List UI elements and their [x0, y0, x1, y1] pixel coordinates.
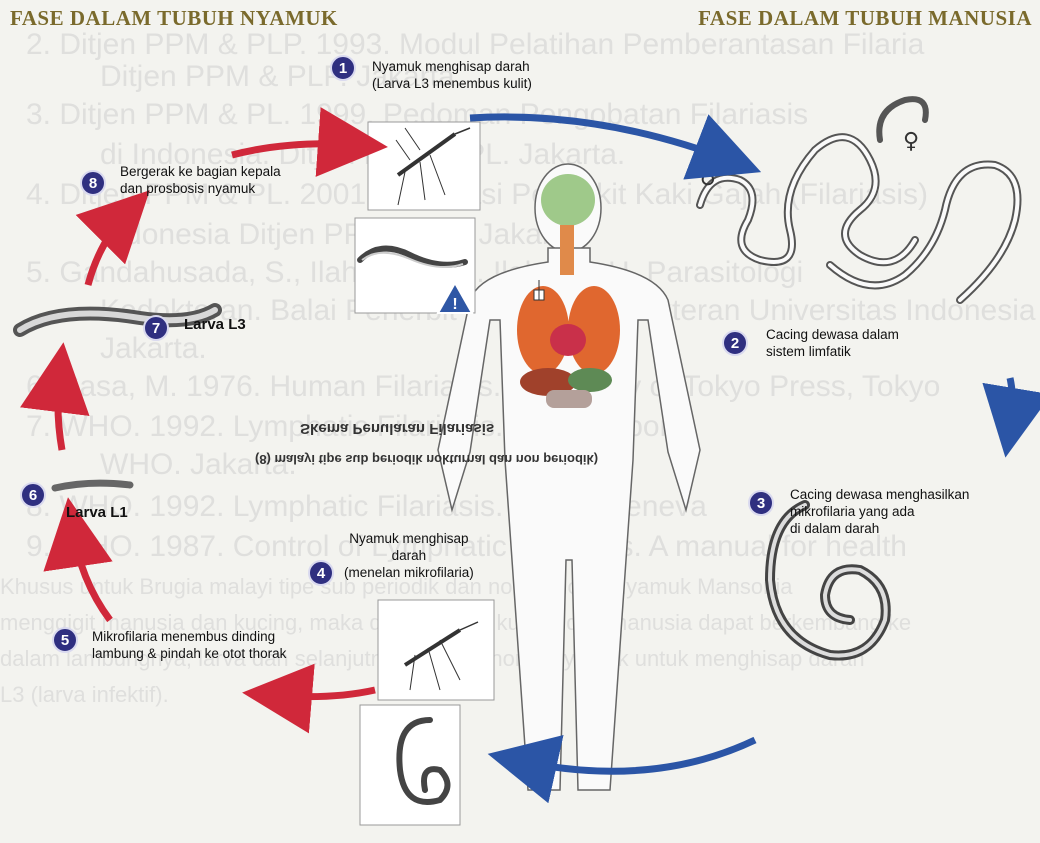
- svg-text:♀: ♀: [903, 129, 919, 154]
- step-7-label: Larva L3: [184, 316, 246, 333]
- adult-worm-icon: ♂ ♀: [700, 99, 1018, 300]
- step-1-label: Nyamuk menghisap darah(Larva L3 menembus…: [372, 58, 532, 92]
- center-caption-sub: (8) malayi tipe sub periodik nokturnal d…: [255, 452, 598, 467]
- step-6-label: Larva L1: [66, 504, 128, 521]
- mosquito-icon: [368, 122, 480, 210]
- step-badge: 1: [330, 55, 356, 81]
- step-badge: 3: [748, 490, 774, 516]
- mosquito-icon: [360, 600, 494, 825]
- step-badge: 6: [20, 482, 46, 508]
- step-badge: 8: [80, 170, 106, 196]
- step-badge: 4: [308, 560, 334, 586]
- step-badge: 5: [52, 627, 78, 653]
- header-human-phase: FASE DALAM TUBUH MANUSIA: [698, 6, 1032, 31]
- center-caption: Skema Penularan Filariasis: [300, 420, 494, 437]
- step-badge: 7: [143, 315, 169, 341]
- header-mosquito-phase: FASE DALAM TUBUH NYAMUK: [10, 6, 338, 31]
- svg-text:♂: ♂: [700, 166, 720, 191]
- step-badge: 2: [722, 330, 748, 356]
- svg-text:!: !: [452, 296, 457, 313]
